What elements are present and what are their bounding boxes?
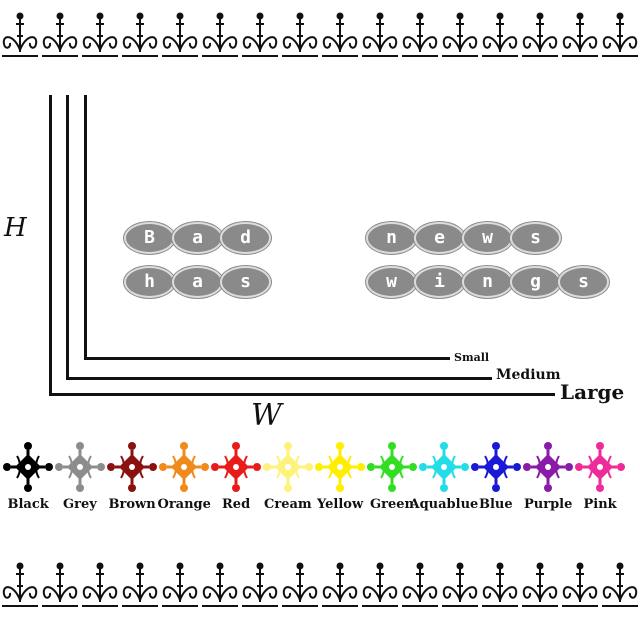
border-motif	[162, 12, 198, 57]
color-label: Orange	[157, 497, 211, 512]
color-swatch[interactable]	[263, 442, 313, 492]
large-vertical-line	[49, 95, 52, 393]
size-label-large: Large	[560, 380, 625, 404]
size-label-small: Small	[454, 351, 490, 364]
color-swatch[interactable]	[471, 442, 521, 492]
fleur-icon	[211, 442, 261, 492]
letter-pill: h	[124, 266, 175, 298]
fleur-icon	[159, 442, 209, 492]
color-label: Green	[370, 497, 414, 512]
letter-pill: s	[510, 222, 561, 254]
fleur-icon	[523, 442, 573, 492]
letter-pill: d	[220, 222, 271, 254]
color-swatch[interactable]	[419, 442, 469, 492]
border-motif	[402, 562, 438, 607]
letter-pill: s	[220, 266, 271, 298]
border-motif	[202, 562, 238, 607]
color-label: Purple	[524, 497, 573, 512]
color-swatch[interactable]	[55, 442, 105, 492]
letter-pill: a	[172, 222, 223, 254]
border-motif	[562, 562, 598, 607]
border-motif	[282, 12, 318, 57]
fleur-icon	[3, 442, 53, 492]
color-label: Grey	[63, 497, 97, 512]
fleur-icon	[107, 442, 157, 492]
fleur-icon	[471, 442, 521, 492]
color-swatch[interactable]	[211, 442, 261, 492]
fleur-icon	[55, 442, 105, 492]
color-label: Red	[222, 497, 251, 512]
medium-vertical-line	[66, 95, 69, 378]
border-motif	[522, 562, 558, 607]
border-motif	[42, 12, 78, 57]
letter-pill: w	[462, 222, 513, 254]
border-motif	[362, 12, 398, 57]
color-label: Aquablue	[409, 497, 479, 512]
border-motif	[322, 12, 358, 57]
size-label-medium: Medium	[496, 367, 561, 383]
border-motif	[122, 562, 158, 607]
border-motif	[2, 562, 38, 607]
border-motif	[442, 562, 478, 607]
fleur-icon	[263, 442, 313, 492]
border-motif	[122, 12, 158, 57]
small-vertical-line	[84, 95, 87, 358]
border-motif	[442, 12, 478, 57]
color-label: Pink	[583, 497, 617, 512]
border-motif	[242, 562, 278, 607]
letter-pill: B	[124, 222, 175, 254]
fleur-icon	[315, 442, 365, 492]
border-motif	[602, 12, 638, 57]
color-label: Black	[7, 497, 49, 512]
border-motif	[482, 12, 518, 57]
border-motif	[402, 12, 438, 57]
color-swatch[interactable]	[367, 442, 417, 492]
color-swatch[interactable]	[107, 442, 157, 492]
fleur-icon	[367, 442, 417, 492]
letter-pill: n	[462, 266, 513, 298]
small-horizontal-line	[84, 357, 450, 360]
border-motif	[82, 12, 118, 57]
color-swatch[interactable]	[575, 442, 625, 492]
border-motif	[42, 562, 78, 607]
letter-pill: g	[510, 266, 561, 298]
color-label: Cream	[264, 497, 312, 512]
border-motif	[82, 562, 118, 607]
border-motif	[162, 562, 198, 607]
border-motif	[522, 12, 558, 57]
color-swatch[interactable]	[315, 442, 365, 492]
border-motif	[602, 562, 638, 607]
large-horizontal-line	[49, 393, 555, 396]
height-axis-label: H	[4, 213, 27, 243]
border-motif	[562, 12, 598, 57]
letter-pill: w	[366, 266, 417, 298]
color-label: Blue	[479, 497, 513, 512]
letter-pill: a	[172, 266, 223, 298]
border-motif	[282, 562, 318, 607]
fleur-icon	[419, 442, 469, 492]
color-swatch[interactable]	[159, 442, 209, 492]
letter-pill: s	[558, 266, 609, 298]
letter-pill: e	[414, 222, 465, 254]
ornamental-border-bottom	[2, 562, 638, 607]
color-label: Yellow	[317, 497, 364, 512]
border-motif	[2, 12, 38, 57]
fleur-icon	[575, 442, 625, 492]
ornamental-border-top	[2, 12, 638, 57]
border-motif	[482, 562, 518, 607]
medium-horizontal-line	[66, 377, 492, 380]
letter-pill: n	[366, 222, 417, 254]
border-motif	[242, 12, 278, 57]
color-label: Brown	[108, 497, 156, 512]
border-motif	[202, 12, 238, 57]
color-swatch[interactable]	[523, 442, 573, 492]
width-axis-label: W	[251, 398, 282, 433]
color-swatch[interactable]	[3, 442, 53, 492]
letter-pill: i	[414, 266, 465, 298]
border-motif	[322, 562, 358, 607]
border-motif	[362, 562, 398, 607]
